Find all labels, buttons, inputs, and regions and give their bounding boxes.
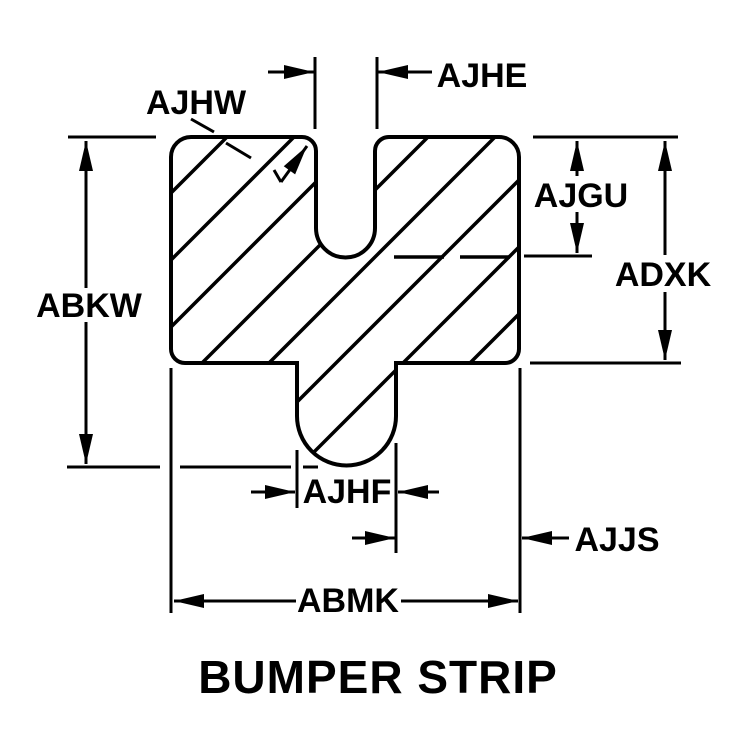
dimension-ajhw: AJHW xyxy=(146,84,309,183)
dim-label-ajhf: AJHF xyxy=(303,473,392,511)
dimension-ajhe: AJHE xyxy=(268,57,527,129)
dim-label-ajhe: AJHE xyxy=(437,57,528,95)
dim-label-ajjs: AJJS xyxy=(574,521,659,559)
dim-label-abmk: ABMK xyxy=(297,582,399,620)
dimension-abmk: ABMK xyxy=(169,368,522,620)
dim-label-adxk: ADXK xyxy=(615,256,712,294)
dim-label-ajhw: AJHW xyxy=(146,84,247,122)
dimension-abkw: ABKW xyxy=(36,135,318,469)
dimension-adxk: ADXK xyxy=(530,141,712,365)
dimension-ajgu: AJGU xyxy=(524,135,678,258)
diagram-title: BUMPER STRIP xyxy=(198,651,558,703)
part-outline xyxy=(169,135,521,468)
dimension-ajjs: AJJS xyxy=(352,521,660,559)
dim-label-ajgu: AJGU xyxy=(534,177,628,215)
dimension-ajhf: AJHF xyxy=(251,443,439,553)
dim-label-abkw: ABKW xyxy=(36,287,143,325)
